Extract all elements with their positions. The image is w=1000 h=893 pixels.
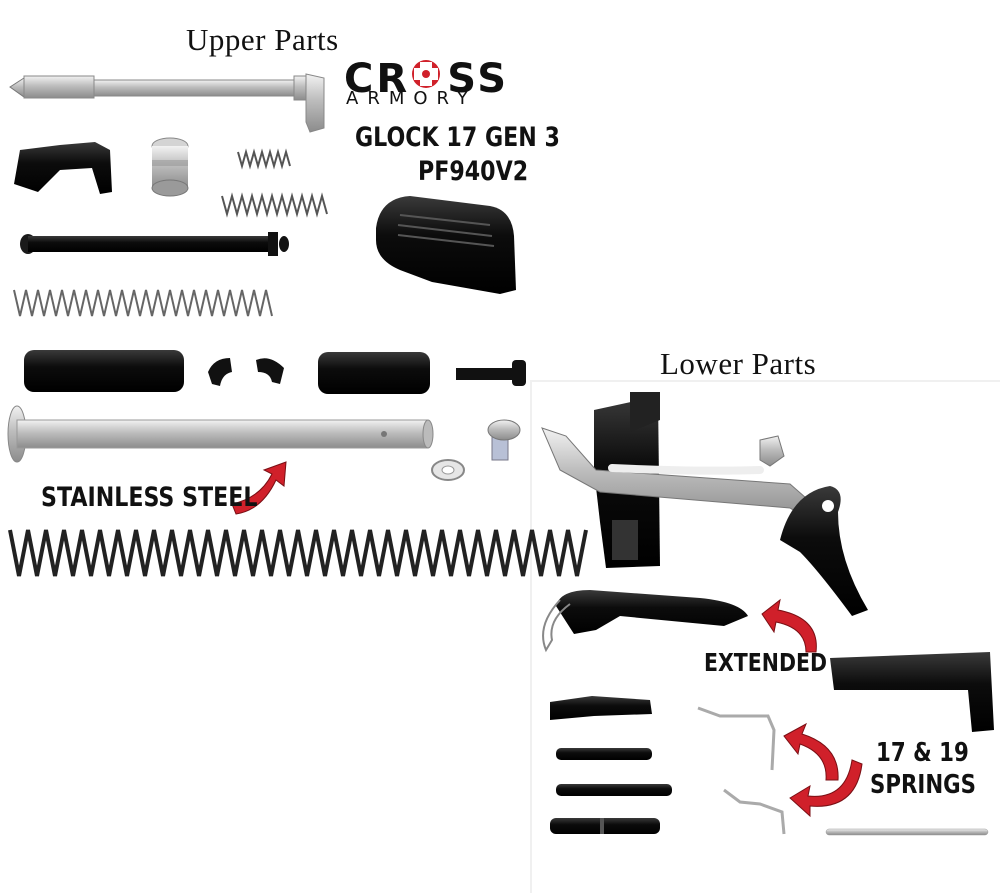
cross-armory-logo bbox=[412, 60, 440, 88]
model-code: PF940V2 bbox=[418, 156, 529, 187]
locking-block-pin bbox=[556, 784, 672, 796]
recoil-spring bbox=[8, 529, 588, 577]
slide-lock-spring-17 bbox=[697, 706, 776, 771]
upper-parts-heading: Upper Parts bbox=[186, 22, 339, 57]
springs-callout-line1: 17 & 19 bbox=[876, 738, 969, 768]
magazine-catch bbox=[830, 652, 994, 732]
trigger-bar bbox=[541, 427, 821, 523]
lower-parts-heading: Lower Parts bbox=[660, 346, 817, 381]
connector-pin bbox=[825, 828, 989, 836]
trigger-pin bbox=[556, 748, 652, 760]
springs-arrow-lower-icon bbox=[789, 759, 863, 818]
extractor-pin bbox=[456, 360, 526, 386]
slide-stop-screw bbox=[487, 419, 521, 461]
washer bbox=[431, 459, 465, 481]
logo-subtitle: ARMORY bbox=[346, 88, 477, 109]
small-spring-2 bbox=[221, 192, 328, 218]
small-spring-1 bbox=[237, 148, 291, 170]
slide-lock-spring-19 bbox=[723, 788, 786, 835]
spring-loaded-bearing bbox=[151, 137, 189, 197]
firing-pin bbox=[9, 73, 325, 133]
stainless-arrow-icon bbox=[231, 461, 287, 515]
stainless-steel-callout: STAINLESS STEEL bbox=[41, 482, 258, 513]
extractor-depressor-plunger bbox=[14, 142, 112, 194]
slide-lock bbox=[550, 696, 652, 720]
slide-cover-plate bbox=[376, 196, 516, 294]
extended-arrow-icon bbox=[761, 598, 817, 653]
upper-parts-panel bbox=[0, 0, 540, 600]
firing-pin-spring bbox=[13, 289, 273, 317]
logo-brand-name: CROSS bbox=[344, 56, 510, 102]
spring-cups bbox=[208, 358, 284, 386]
model-name: GLOCK 17 GEN 3 bbox=[355, 122, 560, 153]
trigger bbox=[780, 486, 868, 616]
trigger-housing-pin bbox=[550, 818, 660, 834]
springs-callout-line2: SPRINGS bbox=[870, 770, 977, 800]
spacer-sleeve-1 bbox=[24, 350, 184, 392]
spacer-sleeve-2 bbox=[318, 352, 430, 394]
springs-arrow-upper-icon bbox=[783, 722, 839, 781]
extended-callout: EXTENDED bbox=[704, 648, 827, 677]
guide-rod bbox=[7, 405, 434, 463]
striker-spring-rod bbox=[20, 232, 289, 256]
extended-slide-stop bbox=[542, 590, 748, 653]
